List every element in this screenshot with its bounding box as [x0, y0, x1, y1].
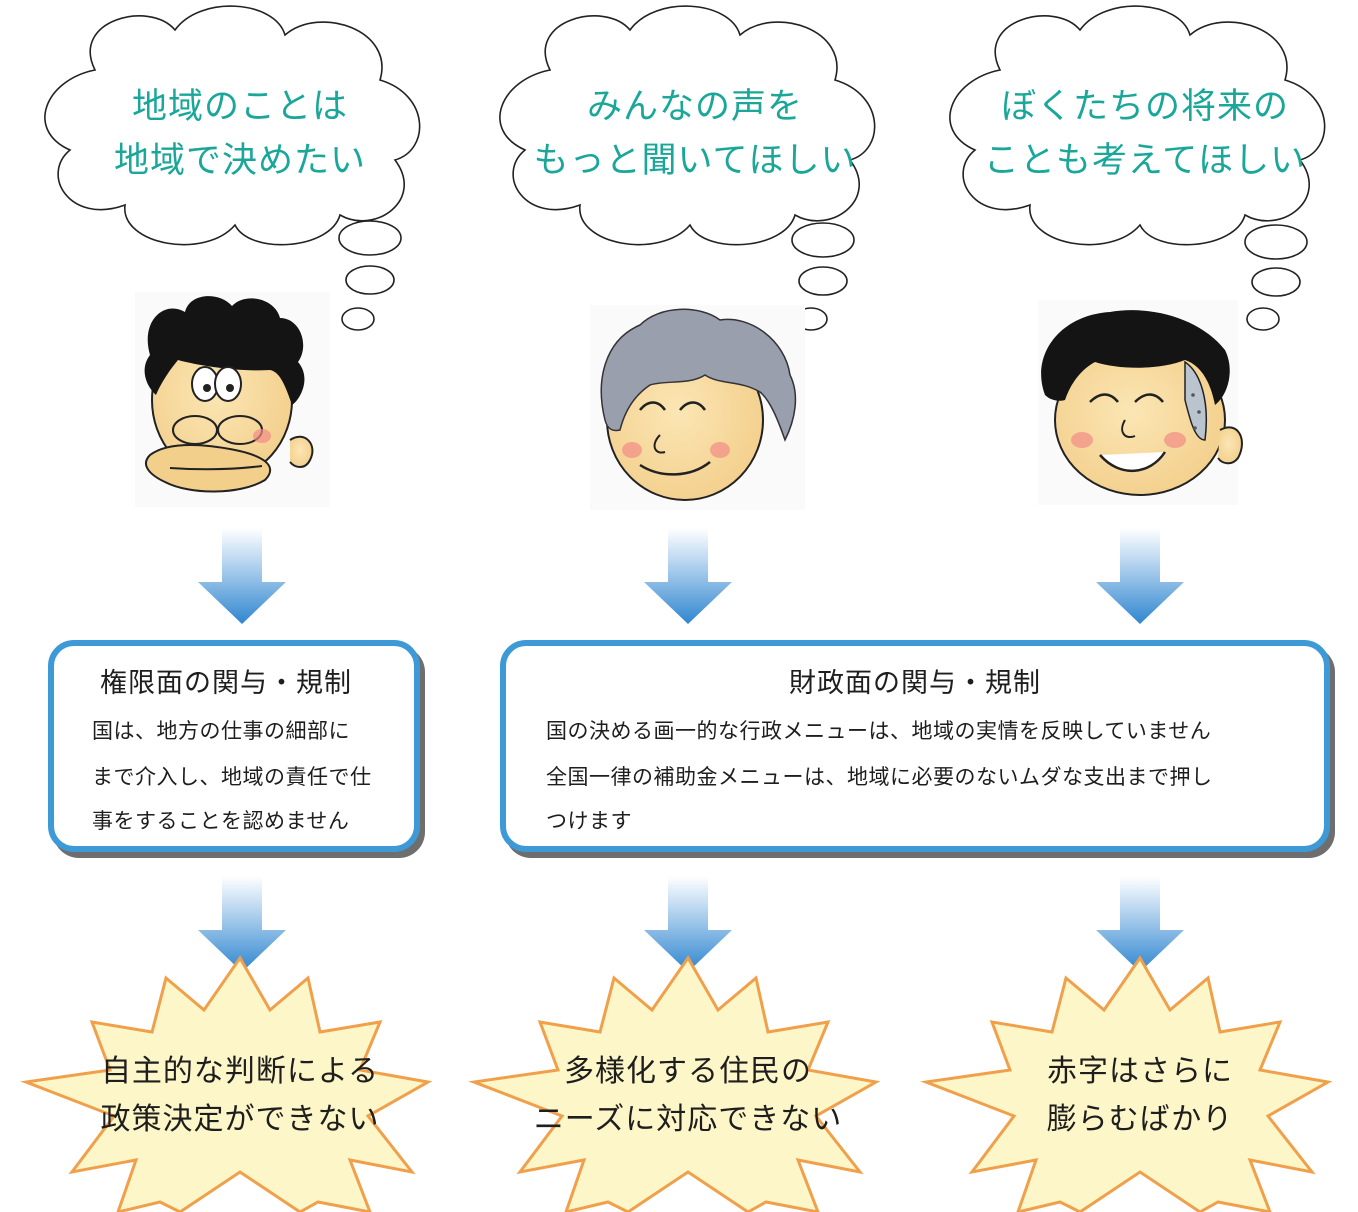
- result-line: 多様化する住民の: [564, 1054, 812, 1089]
- arrow-down-icon: [198, 528, 286, 624]
- thought-text-1: 地域のことは 地域で決めたい: [90, 80, 390, 188]
- thought-line: もっと聞いてほしい: [533, 141, 857, 181]
- thought-text-3: ぼくたちの将来の ことも考えてほしい: [980, 80, 1310, 188]
- thought-line: 地域のことは: [131, 87, 348, 127]
- arrow-down-icon: [644, 876, 732, 972]
- box-text-line: つけます: [546, 809, 632, 833]
- thought-line: ことも考えてほしい: [983, 141, 1307, 181]
- box-text-line: 全国一律の補助金メニューは、地域に必要のないムダな支出まで押し: [546, 765, 1213, 789]
- starburst-3: [920, 955, 1333, 1212]
- man-with-glasses-face-icon: [135, 292, 330, 507]
- result-text-3: 赤字はさらに 膨らむばかり: [980, 1048, 1300, 1144]
- thought-line: 地域で決めたい: [113, 141, 366, 181]
- box-text-line: まで介入し、地域の責任で仕: [92, 765, 372, 789]
- thought-cloud-2: [499, 5, 876, 331]
- thought-line: みんなの声を: [586, 87, 803, 127]
- result-line: ニーズに対応できない: [533, 1102, 843, 1137]
- elderly-woman-face-icon: [590, 305, 805, 510]
- box-text-line: 国は、地方の仕事の細部に: [92, 719, 350, 743]
- result-text-1: 自主的な判断による 政策決定ができない: [80, 1048, 400, 1144]
- result-line: 膨らむばかり: [1046, 1102, 1234, 1137]
- result-line: 赤字はさらに: [1047, 1054, 1233, 1089]
- box-text-line: 事をすることを認めません: [92, 809, 350, 833]
- arrow-down-icon: [1096, 528, 1184, 624]
- arrow-down-icon: [644, 528, 732, 624]
- result-line: 政策決定ができない: [100, 1102, 380, 1137]
- boy-face-icon: [1038, 300, 1243, 505]
- authority-regulation-box: 権限面の関与・規制 国は、地方の仕事の細部に まで介入し、地域の責任で仕 事をす…: [48, 640, 420, 852]
- thought-line: ぼくたちの将来の: [1000, 87, 1289, 127]
- thought-cloud-3: [949, 5, 1326, 331]
- arrow-down-icon: [1096, 876, 1184, 972]
- finance-regulation-box: 財政面の関与・規制 国の決める画一的な行政メニューは、地域の実情を反映していませ…: [500, 640, 1330, 852]
- result-text-2: 多様化する住民の ニーズに対応できない: [528, 1048, 848, 1144]
- thought-cloud-1: [44, 5, 421, 331]
- thought-text-2: みんなの声を もっと聞いてほしい: [530, 80, 860, 188]
- box-text-line: 国の決める画一的な行政メニューは、地域の実情を反映していません: [546, 719, 1212, 743]
- box-title: 財政面の関与・規制: [789, 668, 1041, 699]
- box-title: 権限面の関与・規制: [100, 668, 352, 699]
- arrow-down-icon: [198, 876, 286, 972]
- starburst-2: [468, 955, 881, 1212]
- starburst-1: [20, 955, 433, 1212]
- result-line: 自主的な判断による: [100, 1054, 380, 1089]
